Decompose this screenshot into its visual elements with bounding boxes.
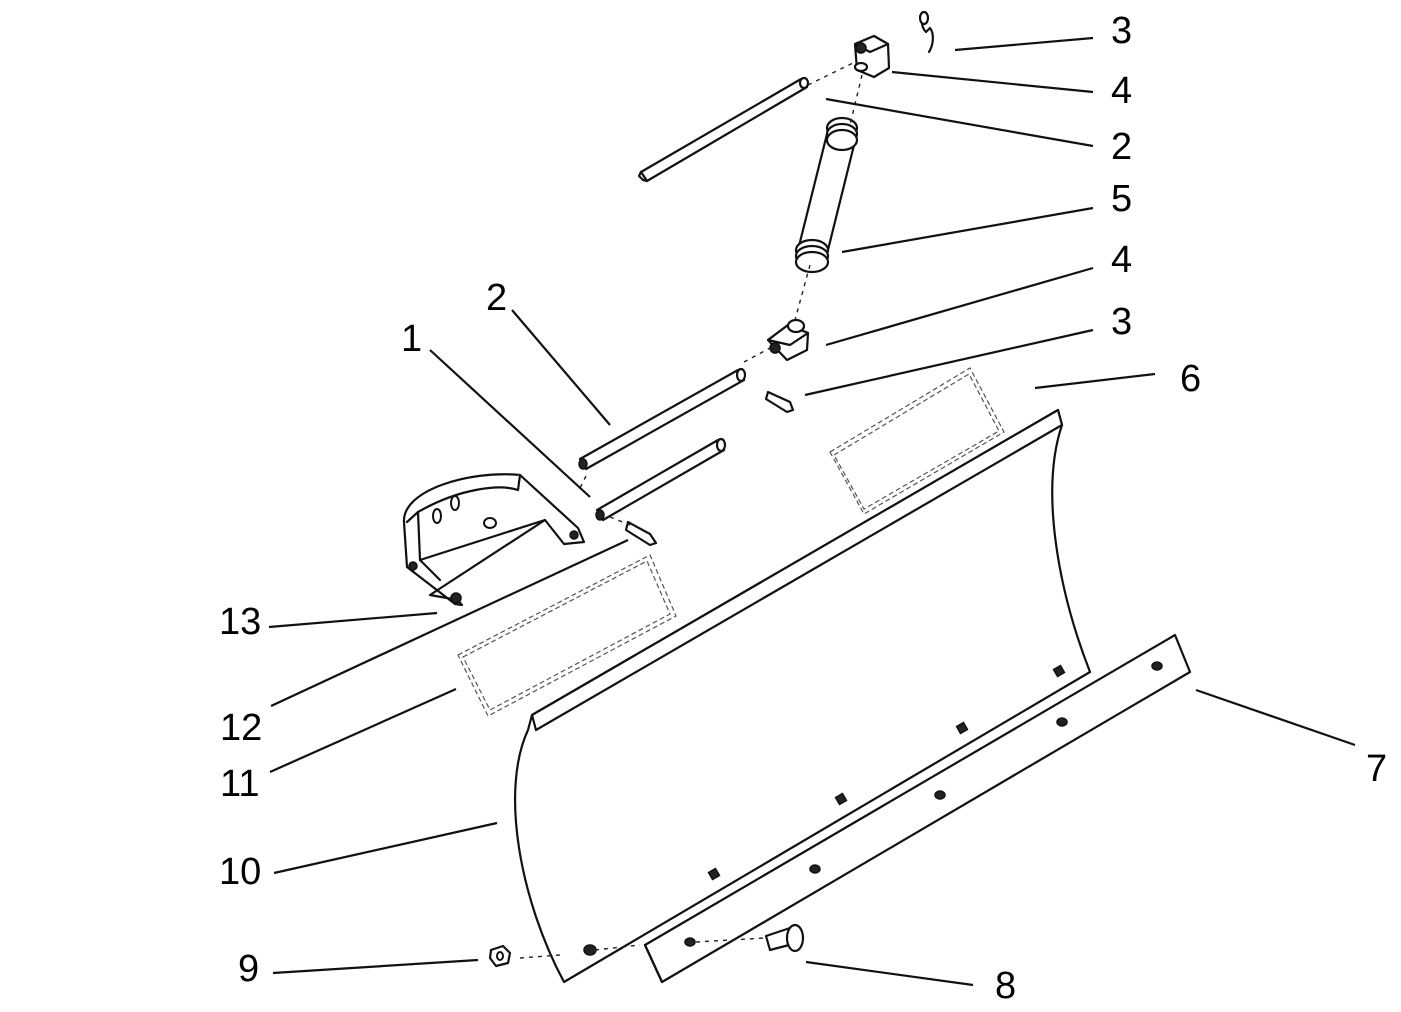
callout-2-top: 2 — [1111, 126, 1133, 168]
callout-12: 12 — [220, 707, 263, 749]
callout-3-top: 3 — [1111, 10, 1133, 52]
spring-tube — [794, 116, 859, 274]
leader-lines — [268, 36, 1356, 987]
hex-nut — [488, 944, 512, 968]
callout-4-top: 4 — [1111, 70, 1133, 112]
pin-upper — [637, 76, 810, 183]
plow-blade — [514, 408, 1092, 984]
callout-4-lower: 4 — [1111, 239, 1133, 281]
callout-5: 5 — [1111, 178, 1133, 220]
pin-middle — [578, 367, 747, 471]
pivot-block-lower — [766, 318, 810, 362]
mount-bracket — [402, 473, 586, 607]
callout-10: 10 — [219, 851, 262, 893]
callout-9: 9 — [238, 948, 260, 990]
callout-1: 1 — [401, 318, 423, 360]
assembly-lines — [519, 61, 863, 959]
callout-3-lower: 3 — [1111, 301, 1133, 343]
cotter-pin-middle — [764, 390, 795, 414]
carriage-bolt — [764, 923, 805, 953]
callout-2-lower: 2 — [486, 277, 508, 319]
callout-13: 13 — [219, 601, 262, 643]
pin-lower — [595, 437, 727, 522]
cotter-pin-upper — [918, 10, 934, 54]
decal-upper — [829, 367, 1005, 515]
callout-7: 7 — [1366, 748, 1388, 790]
cotter-pin-lower — [624, 520, 658, 547]
cutting-edge — [643, 633, 1192, 984]
callout-8: 8 — [995, 965, 1017, 1007]
callout-11: 11 — [220, 763, 260, 805]
decal-lower — [457, 554, 677, 717]
callout-6: 6 — [1180, 358, 1202, 400]
pivot-block-upper — [853, 34, 891, 79]
